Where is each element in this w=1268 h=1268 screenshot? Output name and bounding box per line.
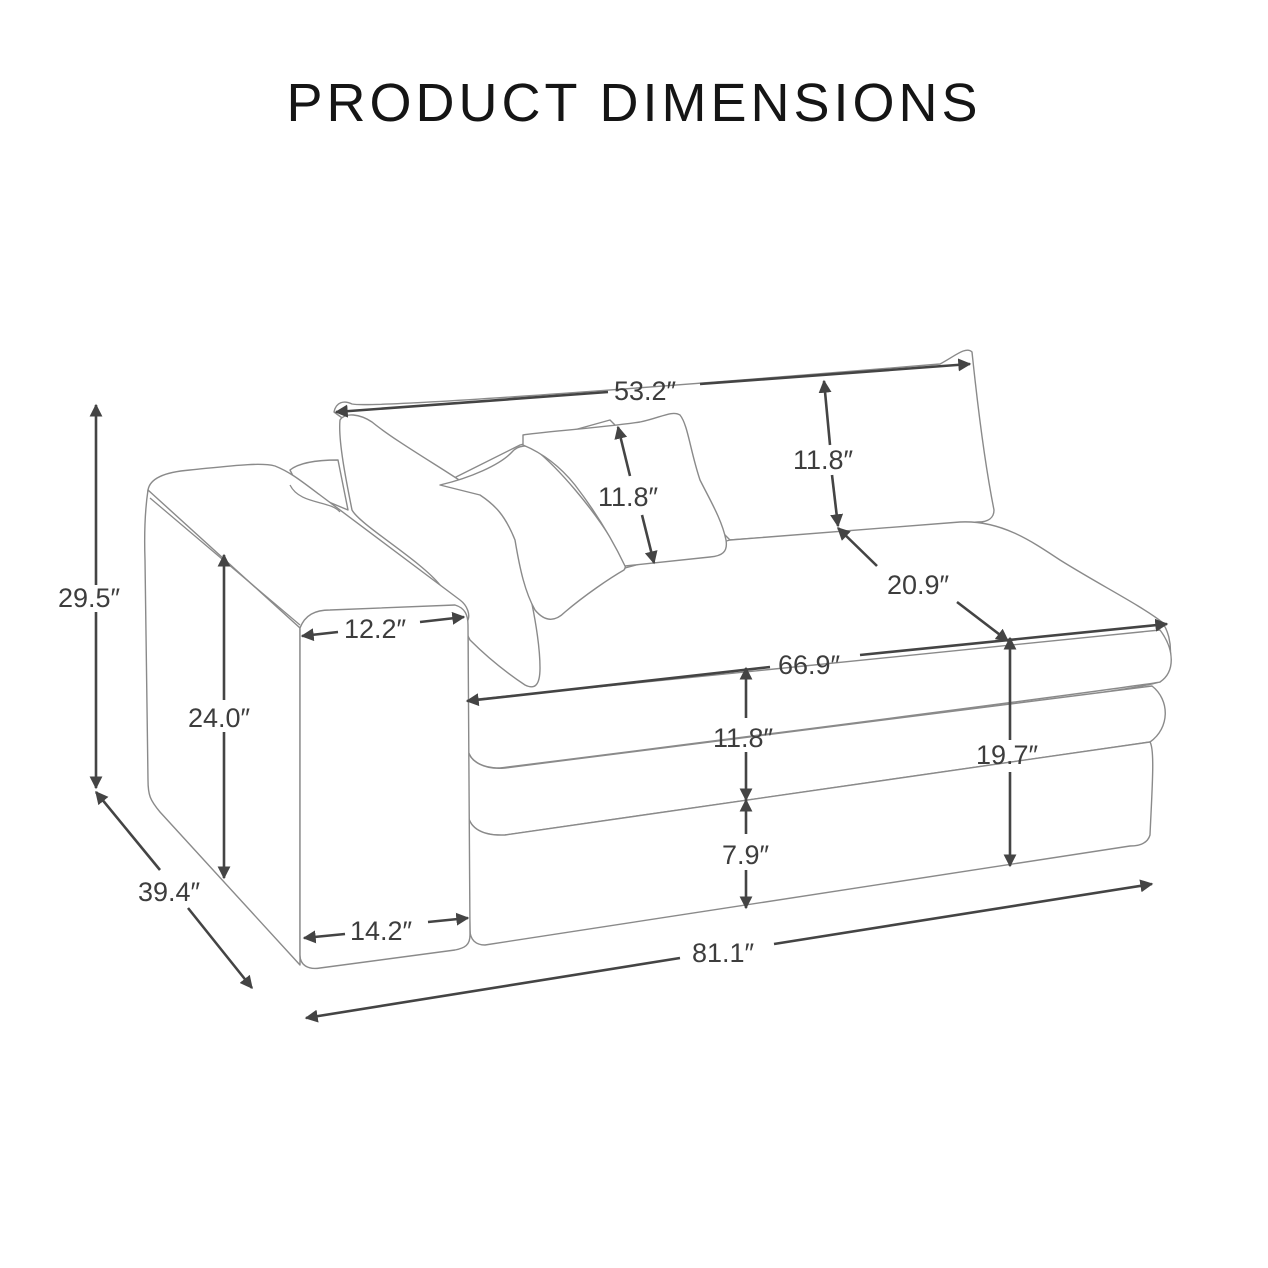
page-title: PRODUCT DIMENSIONS [286, 73, 982, 133]
arm-side [143, 489, 301, 966]
small-throw-pillow [522, 412, 728, 567]
label-base-height: 7.9″ [722, 840, 770, 870]
dimension-lines [89, 358, 1169, 1023]
arm-front [299, 604, 471, 970]
label-throw-pillow-height: 11.8″ [598, 482, 659, 512]
label-arm-height: 24.0″ [188, 703, 251, 733]
label-back-cushion-width: 53.2″ [614, 376, 677, 406]
label-total-width: 81.1″ [692, 938, 755, 968]
label-seat-cushion-height: 11.8″ [713, 723, 774, 753]
label-seat-width: 66.9″ [778, 650, 841, 680]
back-cushion-left [289, 459, 349, 511]
label-arm-top-width: 12.2″ [344, 614, 407, 644]
medium-throw-pillow [439, 445, 627, 620]
label-total-depth: 39.4″ [138, 877, 201, 907]
label-back-cushion-height: 11.8″ [793, 445, 854, 475]
sofa-outline [143, 349, 1172, 970]
label-total-height: 29.5″ [58, 583, 121, 613]
base [467, 741, 1154, 946]
arm-back-crease [289, 484, 341, 513]
dimension-labels: 29.5″ 24.0″ 39.4″ 12.2″ 14.2″ 53.2″ 11.8… [58, 376, 1039, 968]
label-arm-bottom-width: 14.2″ [350, 916, 413, 946]
label-seat-height: 19.7″ [976, 740, 1039, 770]
large-throw-pillow [338, 414, 541, 688]
label-seat-depth: 20.9″ [887, 570, 950, 600]
